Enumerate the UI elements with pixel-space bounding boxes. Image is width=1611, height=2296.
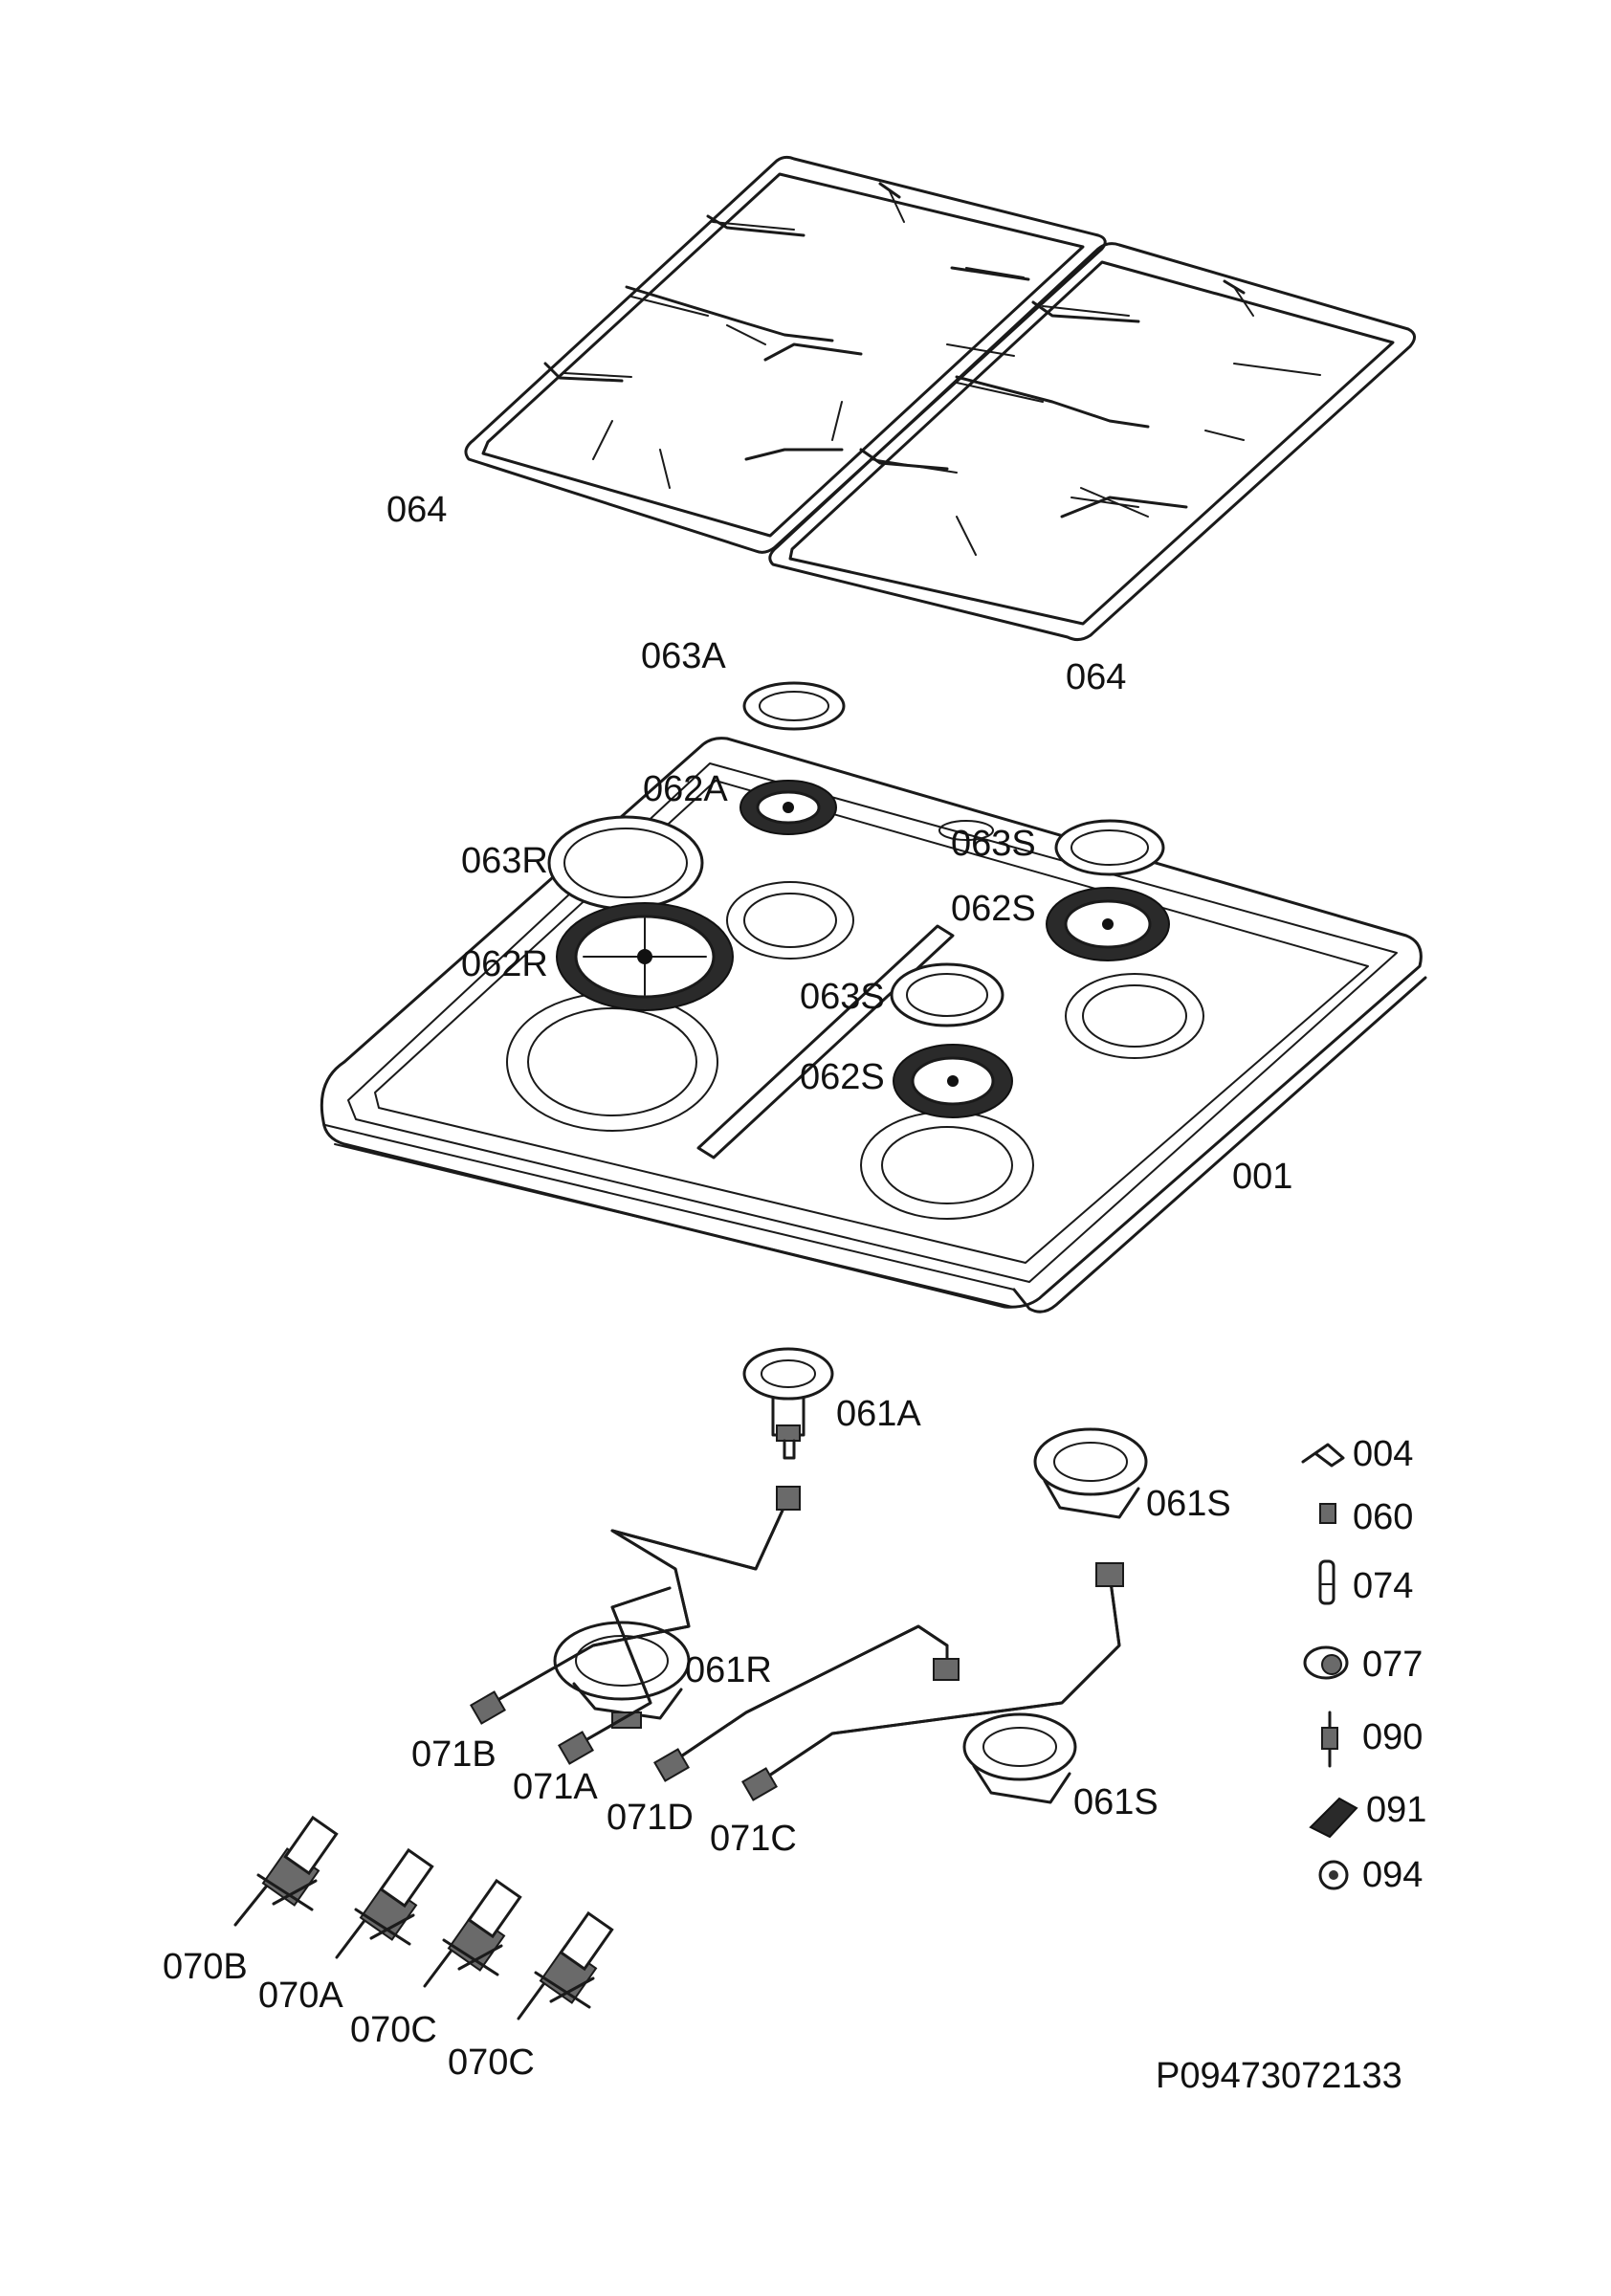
label-valve-070b: 070B xyxy=(163,1947,248,1987)
gas-pipe-071b xyxy=(470,1486,801,1725)
label-part-094: 094 xyxy=(1362,1855,1423,1895)
burner-base-rapid xyxy=(553,1621,691,1729)
label-pipe-071b: 071B xyxy=(411,1734,497,1775)
label-part-091: 091 xyxy=(1366,1790,1426,1830)
label-valve-070c-2: 070C xyxy=(448,2042,535,2083)
label-crown-auxiliary: 062A xyxy=(643,769,728,809)
label-cap-semi-rapid-1: 063S xyxy=(951,824,1036,864)
pan-support-right xyxy=(768,242,1416,642)
label-pipe-071d: 071D xyxy=(607,1798,694,1838)
label-crown-rapid: 062R xyxy=(461,944,548,984)
label-valve-070c-1: 070C xyxy=(350,2010,437,2050)
burner-cap-auxiliary xyxy=(742,681,846,731)
burner-crown-rapid xyxy=(556,902,734,1011)
label-crown-semi-rapid-2: 062S xyxy=(800,1057,885,1097)
part-094-icon xyxy=(1318,1860,1349,1890)
part-077-icon xyxy=(1303,1645,1349,1680)
burner-cap-rapid xyxy=(547,815,704,911)
burner-base-semi-rapid-1 xyxy=(1033,1427,1148,1519)
label-hob-top: 001 xyxy=(1232,1157,1292,1197)
label-base-auxiliary: 061A xyxy=(836,1394,921,1434)
gas-pipe-071d xyxy=(653,1624,960,1782)
label-part-074: 074 xyxy=(1353,1566,1413,1606)
label-crown-semi-rapid-1: 062S xyxy=(951,889,1036,929)
gas-valve-070c-2 xyxy=(517,1910,614,2020)
label-pan-support-left: 064 xyxy=(386,490,447,530)
burner-base-auxiliary xyxy=(742,1347,834,1460)
part-060-icon xyxy=(1319,1503,1336,1524)
gas-valve-070c-1 xyxy=(423,1878,522,1988)
label-cap-semi-rapid-2: 063S xyxy=(800,977,885,1017)
pan-support-left xyxy=(464,155,1107,554)
label-pipe-071a: 071A xyxy=(513,1767,598,1807)
gas-pipe-071c xyxy=(741,1562,1124,1801)
burner-cap-semi-rapid-2 xyxy=(890,962,1004,1027)
gas-valve-070a xyxy=(335,1847,434,1959)
label-base-semi-rapid-2: 061S xyxy=(1073,1782,1159,1822)
label-valve-070a: 070A xyxy=(258,1976,343,2016)
label-pan-support-right: 064 xyxy=(1066,657,1126,697)
part-074-icon xyxy=(1318,1559,1335,1605)
label-pipe-071c: 071C xyxy=(710,1819,797,1859)
label-base-semi-rapid-1: 061S xyxy=(1146,1484,1231,1524)
label-part-090: 090 xyxy=(1362,1717,1423,1757)
burner-cap-semi-rapid-1 xyxy=(1054,819,1165,876)
burner-crown-auxiliary xyxy=(739,780,837,835)
part-091-icon xyxy=(1309,1797,1358,1839)
label-part-004: 004 xyxy=(1353,1434,1413,1474)
gas-pipe-071a xyxy=(558,1586,672,1765)
label-part-060: 060 xyxy=(1353,1497,1413,1537)
label-cap-rapid: 063R xyxy=(461,841,548,881)
part-090-icon xyxy=(1321,1711,1338,1768)
label-base-rapid: 061R xyxy=(685,1650,772,1690)
burner-crown-semi-rapid-2 xyxy=(893,1044,1013,1118)
gas-valve-070b xyxy=(233,1815,339,1927)
label-part-077: 077 xyxy=(1362,1645,1423,1685)
label-cap-auxiliary: 063A xyxy=(641,636,726,676)
burner-crown-semi-rapid-1 xyxy=(1046,887,1170,961)
part-004-icon xyxy=(1301,1443,1345,1468)
hob-top-panel xyxy=(320,737,1427,1314)
burner-base-semi-rapid-2 xyxy=(962,1712,1077,1804)
drawing-code: P09473072133 xyxy=(1156,2056,1402,2096)
